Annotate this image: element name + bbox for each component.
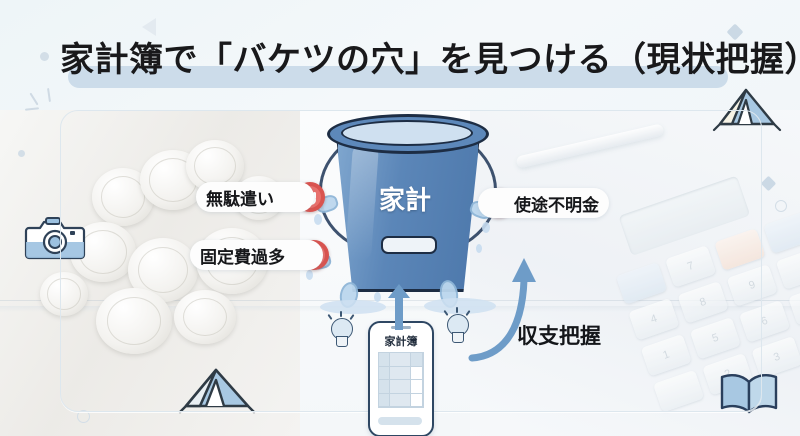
calculator-key (788, 283, 800, 326)
leak-label-text: 固定費過多 (200, 247, 285, 268)
phone-app-title: 家計簿 (384, 335, 418, 348)
calculator-key (775, 247, 800, 290)
lightbulb-icon (327, 311, 355, 350)
leak-label-unknown-expenses: 使途不明金 (478, 188, 609, 218)
bucket-grip (381, 236, 437, 254)
arrow-up-icon (388, 284, 410, 330)
budget-app-phone[interactable]: 家計簿 (368, 321, 434, 436)
leak-label-text: 使途不明金 (514, 195, 599, 216)
curved-arrow-up-icon (468, 258, 536, 362)
bucket-water-surface (341, 120, 473, 146)
coin (40, 272, 88, 316)
outcome-label: 収支把握 (517, 320, 601, 350)
triangle-outline-icon (142, 18, 156, 36)
page-title: 家計簿で「バケツの穴」を見つける（現状把握） (60, 34, 800, 90)
page-title-text: 家計簿で「バケツの穴」を見つける（現状把握） (60, 40, 800, 80)
water-drop (374, 292, 381, 302)
leak-label-text: 無駄遣い (206, 189, 274, 210)
coin (96, 288, 172, 354)
water-drop (314, 214, 322, 225)
leak-label-fixed-costs: 固定費過多 (190, 240, 323, 270)
water-drop (476, 244, 482, 253)
title-highlight-band (68, 66, 728, 88)
water-drop (482, 222, 490, 233)
household-budget-bucket: 家計 (305, 108, 505, 298)
water-puddle (424, 298, 496, 314)
bucket-label: 家計 (378, 186, 431, 216)
water-puddle (320, 300, 386, 314)
sparkle-icon (18, 150, 25, 157)
outcome-label-text: 収支把握 (517, 324, 601, 348)
coin (128, 238, 198, 302)
lightbulb-icon (443, 307, 471, 346)
phone-table-grid (378, 352, 424, 408)
leak-label-wasteful-spending: 無駄遣い (196, 182, 314, 212)
water-drop (306, 270, 313, 280)
phone-bottom-bar (378, 417, 422, 425)
tent-icon (178, 368, 256, 414)
calculator-key (763, 211, 800, 254)
circle-outline-icon (77, 410, 90, 423)
coin (174, 290, 236, 344)
circle-outline-icon (775, 200, 787, 212)
sparkle-icon (40, 52, 49, 61)
